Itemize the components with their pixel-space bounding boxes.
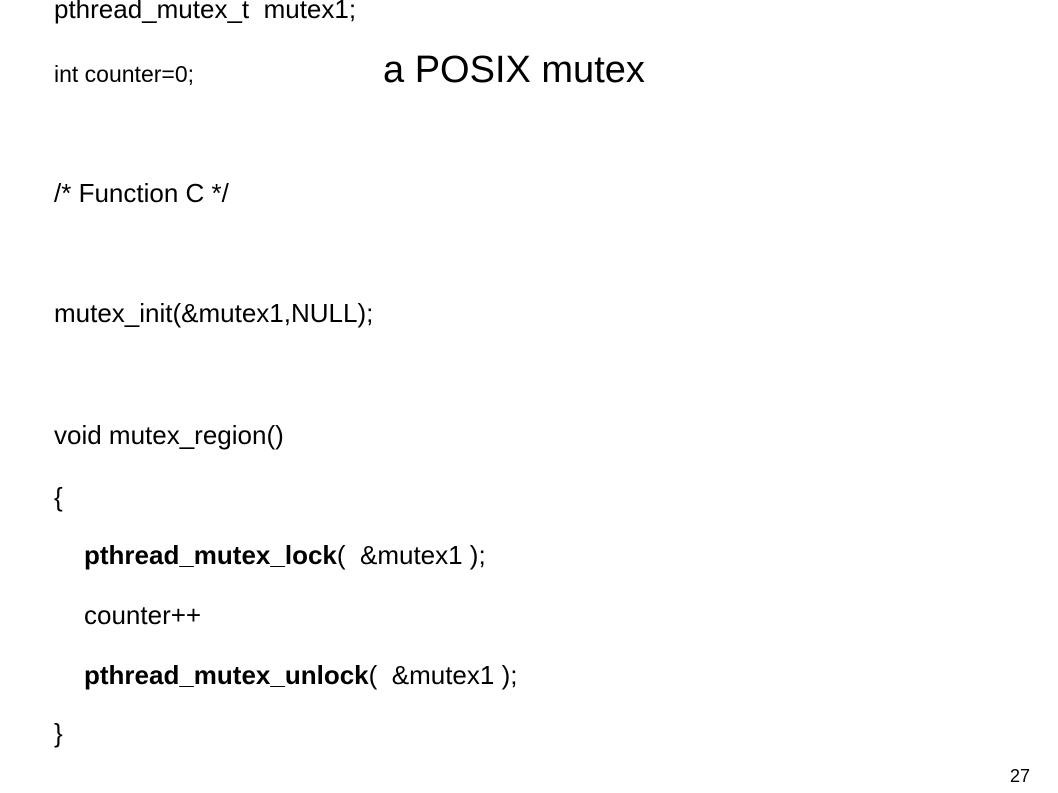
code-line-lock: pthread_mutex_lock( &mutex1 );	[84, 540, 486, 570]
code-line-mutex-init: mutex_init(&mutex1,NULL);	[54, 298, 374, 328]
page-number: 27	[1010, 766, 1031, 786]
lock-function-name: pthread_mutex_lock	[84, 540, 337, 570]
code-line-counter-declaration: int counter=0;	[54, 61, 195, 87]
code-line-close-brace: }	[54, 718, 63, 748]
lock-function-args: ( &mutex1 );	[336, 540, 486, 570]
unlock-function-name: pthread_mutex_unlock	[84, 660, 369, 690]
code-line-function-signature: void mutex_region()	[54, 420, 284, 450]
code-line-open-brace: {	[54, 482, 63, 512]
code-line-mutex-declaration: pthread_mutex_t mutex1;	[54, 0, 357, 24]
code-line-comment: /* Function C */	[54, 178, 229, 208]
slide-title: a POSIX mutex	[383, 49, 645, 91]
code-line-unlock: pthread_mutex_unlock( &mutex1 );	[84, 660, 517, 690]
code-line-counter-increment: counter++	[84, 600, 202, 630]
unlock-function-args: ( &mutex1 );	[368, 660, 518, 690]
